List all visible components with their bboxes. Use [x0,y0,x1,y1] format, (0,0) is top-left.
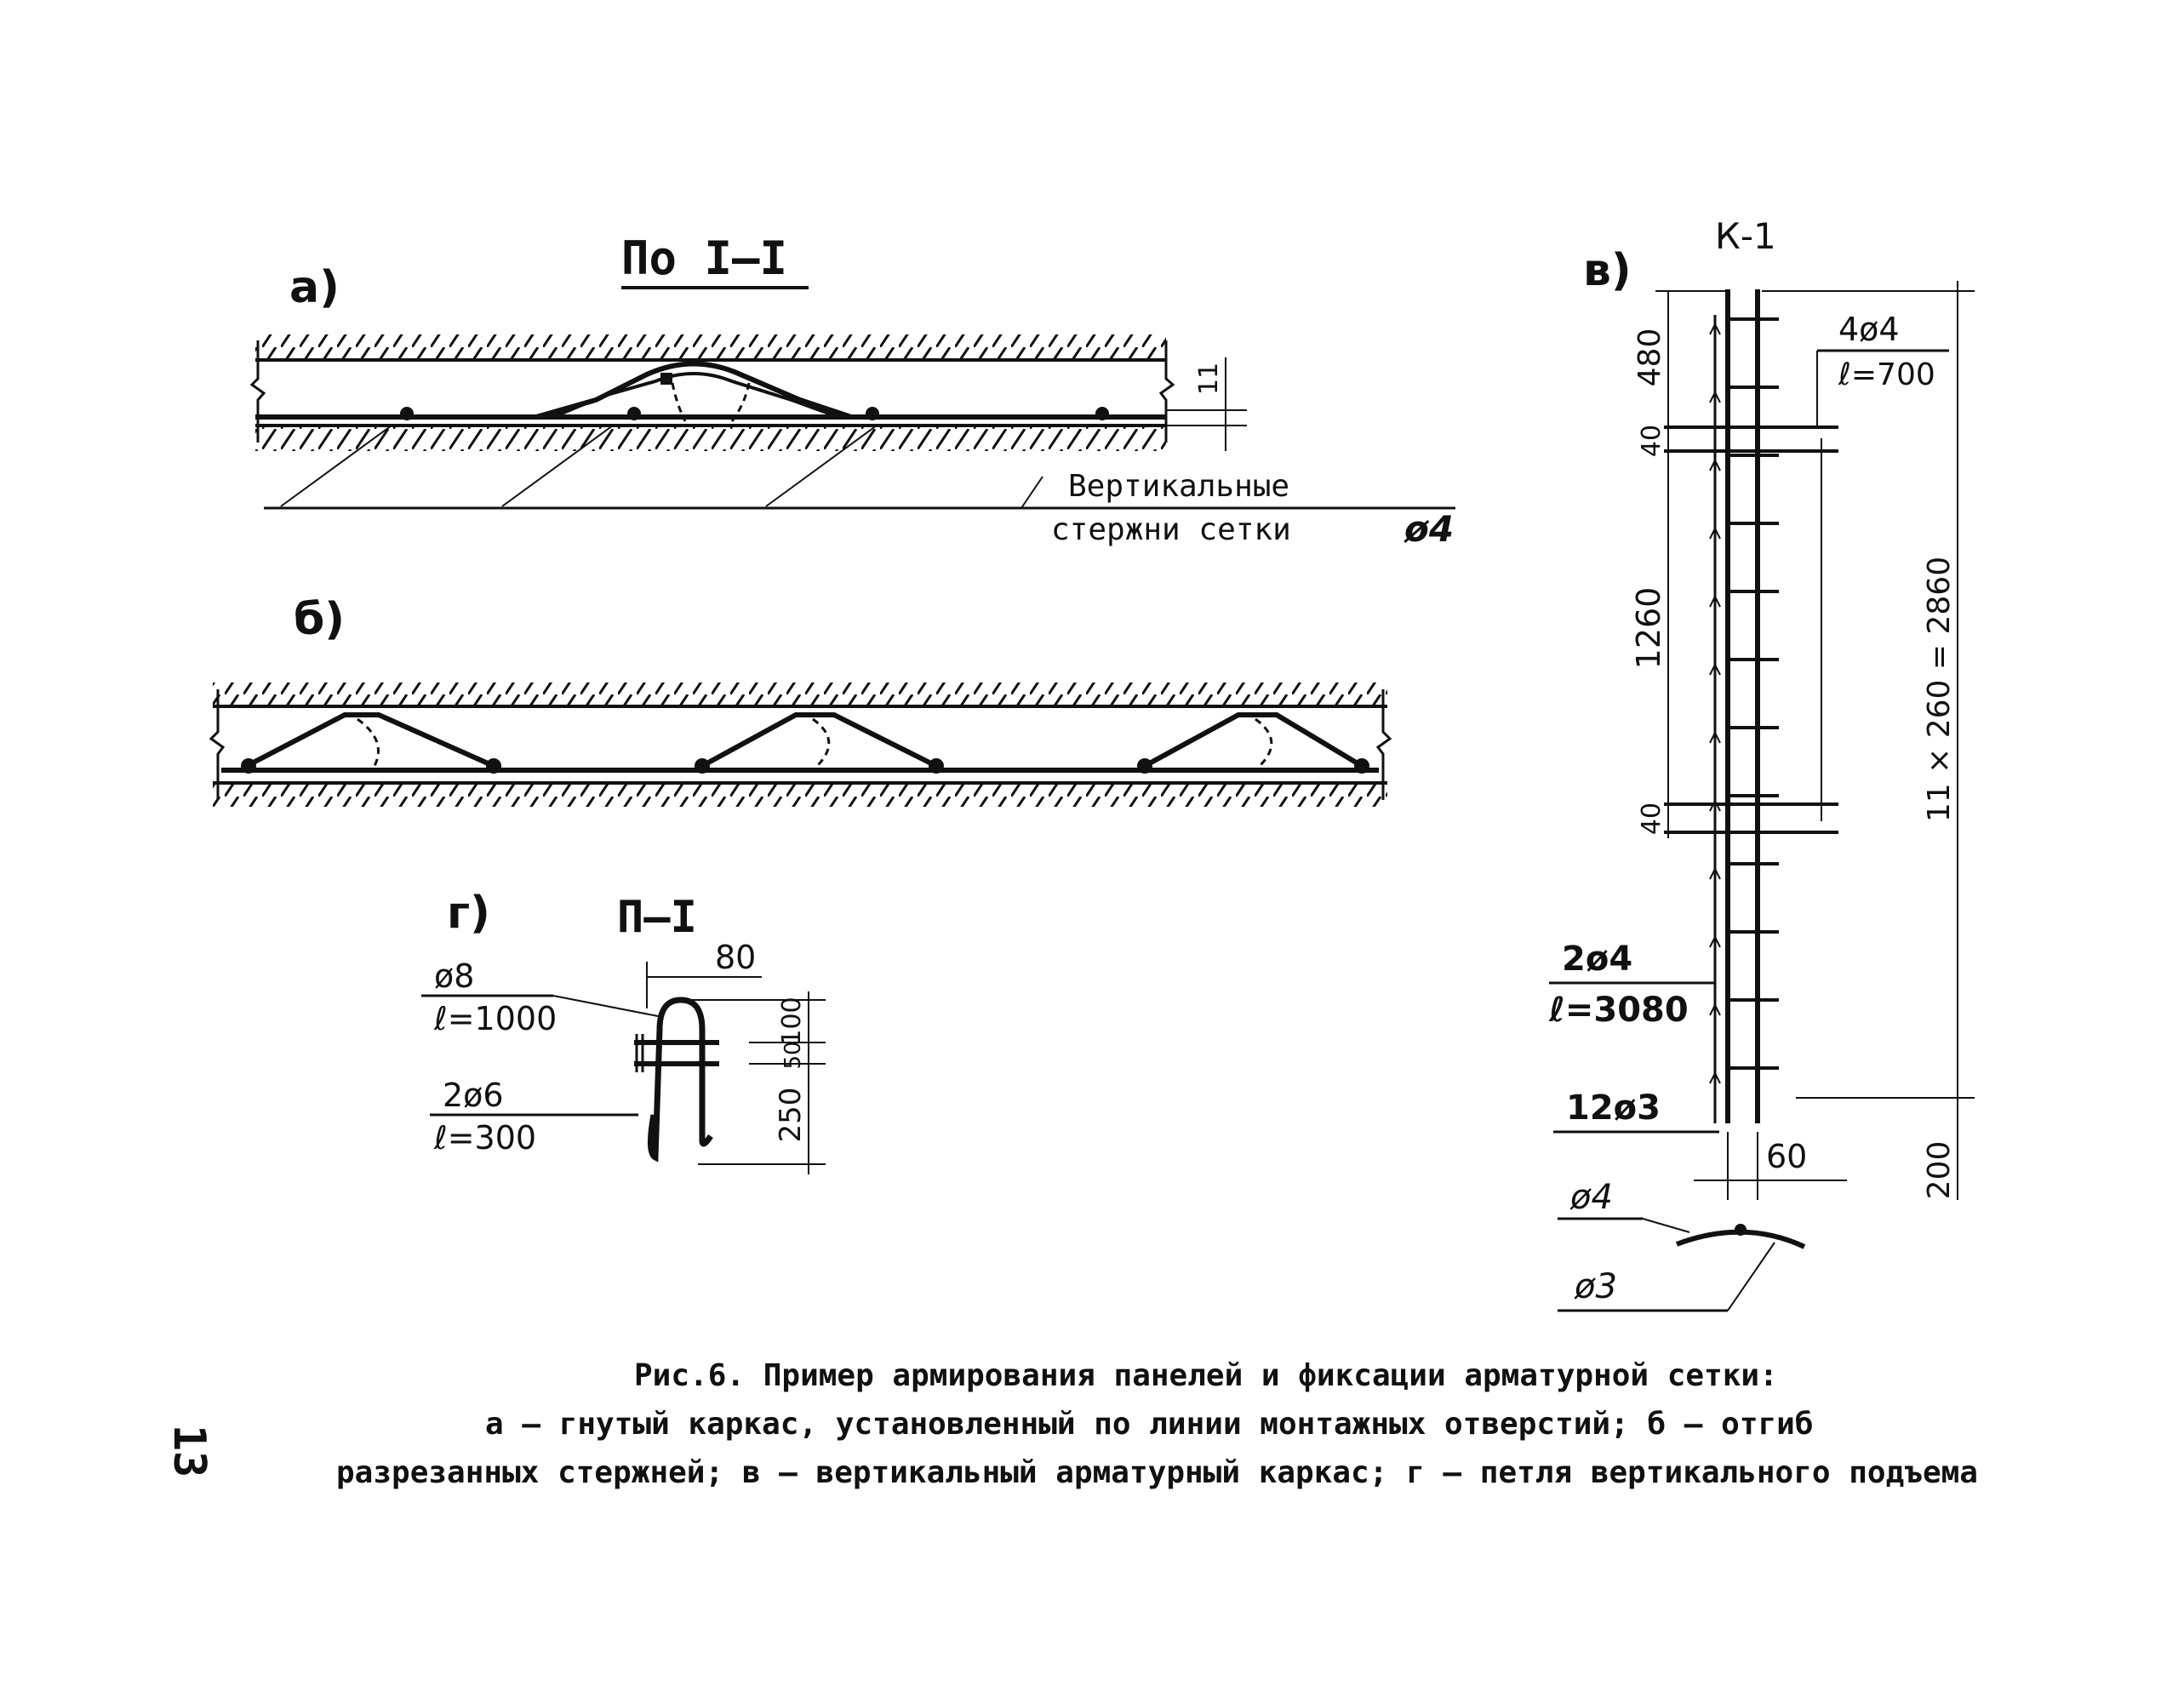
dashed-cut-1 [671,382,687,422]
rebar-low-spec: 12ø3 [1566,1088,1661,1128]
bar-dot [866,407,879,420]
rebar-mid-spec: 2ø4 [1562,940,1632,979]
dim-80: 80 [715,939,756,976]
dim-11: 11 [1194,363,1224,395]
rung-arrow [1709,730,1721,744]
bent-frame-inner [552,372,839,419]
break-right-a [1158,340,1175,443]
lifting-loop [648,997,713,1162]
panel-b: б) [209,594,1392,807]
bar-square [660,373,672,385]
rung-arrow [1709,798,1721,812]
rung-arrow [1709,526,1721,540]
dim-200: 200 [1922,1141,1957,1200]
section-d4-leader [1642,1218,1690,1233]
section-title-g: П–I [617,892,697,943]
section-d3: ø3 [1574,1267,1617,1306]
break-left-b [209,689,226,800]
rung-arrow [1709,594,1721,608]
top-hatch-a [255,334,1166,360]
top-hatch-b [213,683,1387,706]
panel-a: а) По I–I 11 Вертикальны [249,231,1455,550]
callout-tick-a [1020,476,1043,509]
break-right-b [1375,689,1392,800]
bottom-hatch-b [213,783,1387,807]
caption-line-2: а – гнутый каркас, установленный по лини… [485,1407,1814,1442]
rebar-top-length: ℓ=700 [1838,357,1935,392]
panel-g: г) П–I 80 100 50 250 ø8 ℓ=1000 2ø6 ℓ=300 [421,888,826,1174]
panel-b-label: б) [294,594,345,645]
frame-rungs [1709,317,1779,1084]
leader-a-1 [280,425,392,507]
loop-spec: ø8 [434,957,474,995]
rung-arrow [1709,390,1721,403]
caption-line-1: Рис.6. Пример армирования панелей и фикс… [634,1358,1778,1393]
panel-v-label: в) [1583,245,1632,296]
callout-line1: Вертикальные [1068,469,1289,504]
section-d3-leader [1727,1242,1775,1311]
dim-100: 100 [777,997,807,1045]
rung-arrow [1709,662,1721,676]
dim-60: 60 [1766,1138,1807,1175]
section-title-a: По I–I [621,231,787,285]
frame-title: К-1 [1715,215,1776,257]
panel-a-label: а) [289,262,340,313]
bar-dot [1095,407,1109,420]
figure-caption: Рис.6. Пример армирования панелей и фикс… [336,1358,1978,1490]
loop-leader [552,995,663,1018]
dim-250: 250 [774,1088,808,1143]
leader-a-2 [501,425,614,507]
cut-bend-3 [1137,712,1369,774]
section-dot [1735,1224,1747,1236]
bar-dot [400,407,414,420]
rung-arrow [1709,322,1721,335]
leader-a-3 [765,425,878,507]
section-d4: ø4 [1569,1178,1613,1217]
bar-dot [627,407,641,420]
rung-arrow [1709,1071,1721,1084]
loop-length: ℓ=1000 [433,1000,557,1037]
bars-length: ℓ=300 [433,1119,536,1157]
rebar-mid-length: ℓ=3080 [1548,991,1689,1030]
rung-arrow [1709,458,1721,471]
rung-arrow [1709,866,1721,880]
break-left-a [249,340,266,443]
dim-40-bottom: 40 [1637,803,1666,835]
dim-480: 480 [1632,328,1667,387]
dashed-cut-2 [730,382,751,422]
rung-arrow [1709,934,1721,948]
caption-line-3: разрезанных стержней; в – вертикальный а… [336,1455,1978,1490]
dim-1260: 1260 [1630,587,1667,670]
panel-g-label: г) [447,888,490,939]
dim-40-top: 40 [1637,425,1666,457]
cut-bend-2 [695,712,944,774]
callout-line2: стержни сетки [1051,512,1291,547]
panel-v: в) К-1 480 40 1260 40 4ø4 ℓ=700 11 × 260… [1548,215,1975,1312]
bent-frame [535,361,852,420]
rung-arrow [1709,1003,1721,1016]
cut-bend-1 [241,712,501,774]
dim-50: 50 [780,1041,806,1069]
bottom-hatch-a [255,426,1166,451]
callout-diameter: ø4 [1404,508,1454,550]
dim-total: 11 × 260 = 2860 [1922,557,1957,822]
bars-spec: 2ø6 [443,1077,504,1114]
page-number: 13 [163,1425,214,1478]
rebar-top-spec: 4ø4 [1838,311,1900,348]
